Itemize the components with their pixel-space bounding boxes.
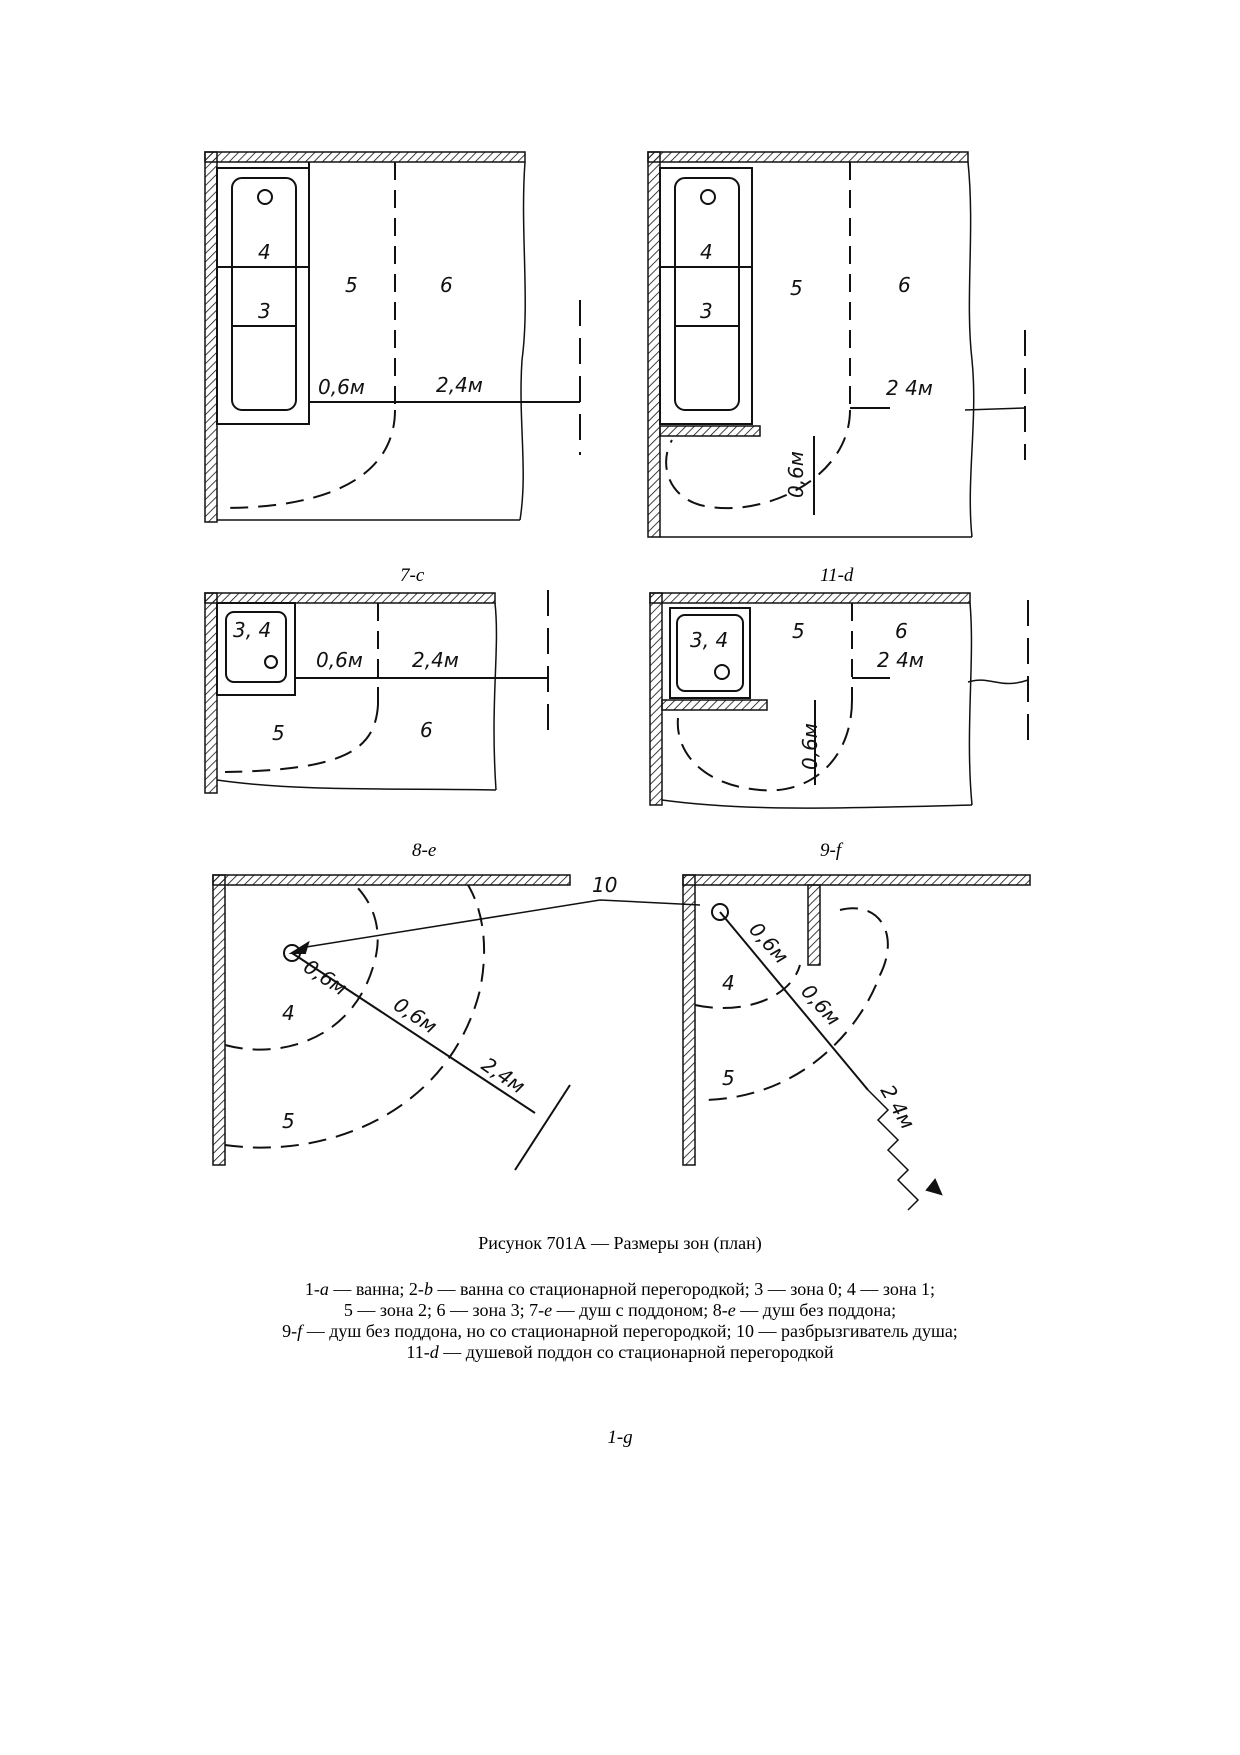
zone-5-mark: 5: [792, 619, 805, 643]
plan-shower-tray: [204, 590, 549, 794]
dim-24-mark: 2,4м: [412, 648, 459, 672]
zone-5-mark: 5: [272, 721, 285, 745]
dim-24-mark: 2 4м: [886, 376, 933, 400]
zone-5-mark: 5: [345, 273, 358, 297]
zone-4-mark: 4: [700, 240, 713, 264]
zone-5-mark: 5: [282, 1109, 295, 1133]
zone-5-mark: 5: [790, 276, 803, 300]
dim-06-mark: 0,6м: [744, 917, 793, 968]
dim-06-mark: 0,6м: [389, 992, 441, 1038]
plan-shower-tray-partition: [649, 592, 1029, 809]
plan-bathtub: [204, 151, 581, 523]
panel-label-9f: 9-f: [820, 840, 842, 861]
legend-line: 11-d — душевой поддон со стационарной пе…: [406, 1342, 834, 1362]
zone-4-mark: 4: [258, 240, 271, 264]
zone-4-mark: 4: [282, 1001, 295, 1025]
panel-label-8e: 8-e: [412, 840, 437, 861]
dim-06-mark: 0,6м: [784, 451, 808, 498]
figure-legend: 1-a — ванна; 2-b — ванна со стационарной…: [0, 1279, 1240, 1363]
zone-plans-figure: 4 3 5 6 0,6м 2,4м 4 3 5 6 2 4м 0,6м: [204, 151, 1031, 1211]
zone-34-mark: 3, 4: [690, 628, 728, 652]
plan-shower-no-tray-partition: [682, 874, 1031, 1211]
dim-06-mark: 0,6м: [796, 979, 845, 1030]
dim-06-mark: 0,6м: [798, 723, 822, 770]
plan-shower-no-tray: [212, 874, 701, 1171]
legend-line: 1-a — ванна; 2-b — ванна со стационарной…: [304, 1279, 936, 1299]
zone-4-mark: 4: [722, 971, 735, 995]
zone-3-mark: 3: [258, 299, 271, 323]
zone-6-mark: 6: [895, 619, 908, 643]
legend-line: 5 — зона 2; 6 — зона 3; 7-e — душ с подд…: [343, 1300, 897, 1320]
item-10-mark: 10: [592, 873, 617, 897]
panel-label-1g: 1-g: [607, 1427, 633, 1448]
dim-06-mark: 0,6м: [299, 954, 351, 1000]
legend-line: 9-f — душ без поддона, но со стационарно…: [282, 1321, 958, 1341]
zone-6-mark: 6: [898, 273, 911, 297]
panel-label-11d: 11-d: [820, 565, 854, 586]
dim-06-mark: 0,6м: [318, 375, 365, 399]
zone-6-mark: 6: [440, 273, 453, 297]
dim-24-mark: 2 4м: [877, 648, 924, 672]
zone-3-mark: 3: [700, 299, 713, 323]
zone-6-mark: 6: [420, 718, 433, 742]
plan-bathtub-partition: [647, 151, 1026, 538]
zone-34-mark: 3, 4: [233, 618, 271, 642]
dim-06-mark: 0,6м: [316, 648, 363, 672]
dim-24-mark: 2,4м: [436, 373, 483, 397]
zone-5-mark: 5: [722, 1066, 735, 1090]
panel-label-7c: 7-c: [400, 565, 425, 586]
figure-caption-title: Рисунок 701А — Размеры зон (план): [478, 1233, 762, 1253]
